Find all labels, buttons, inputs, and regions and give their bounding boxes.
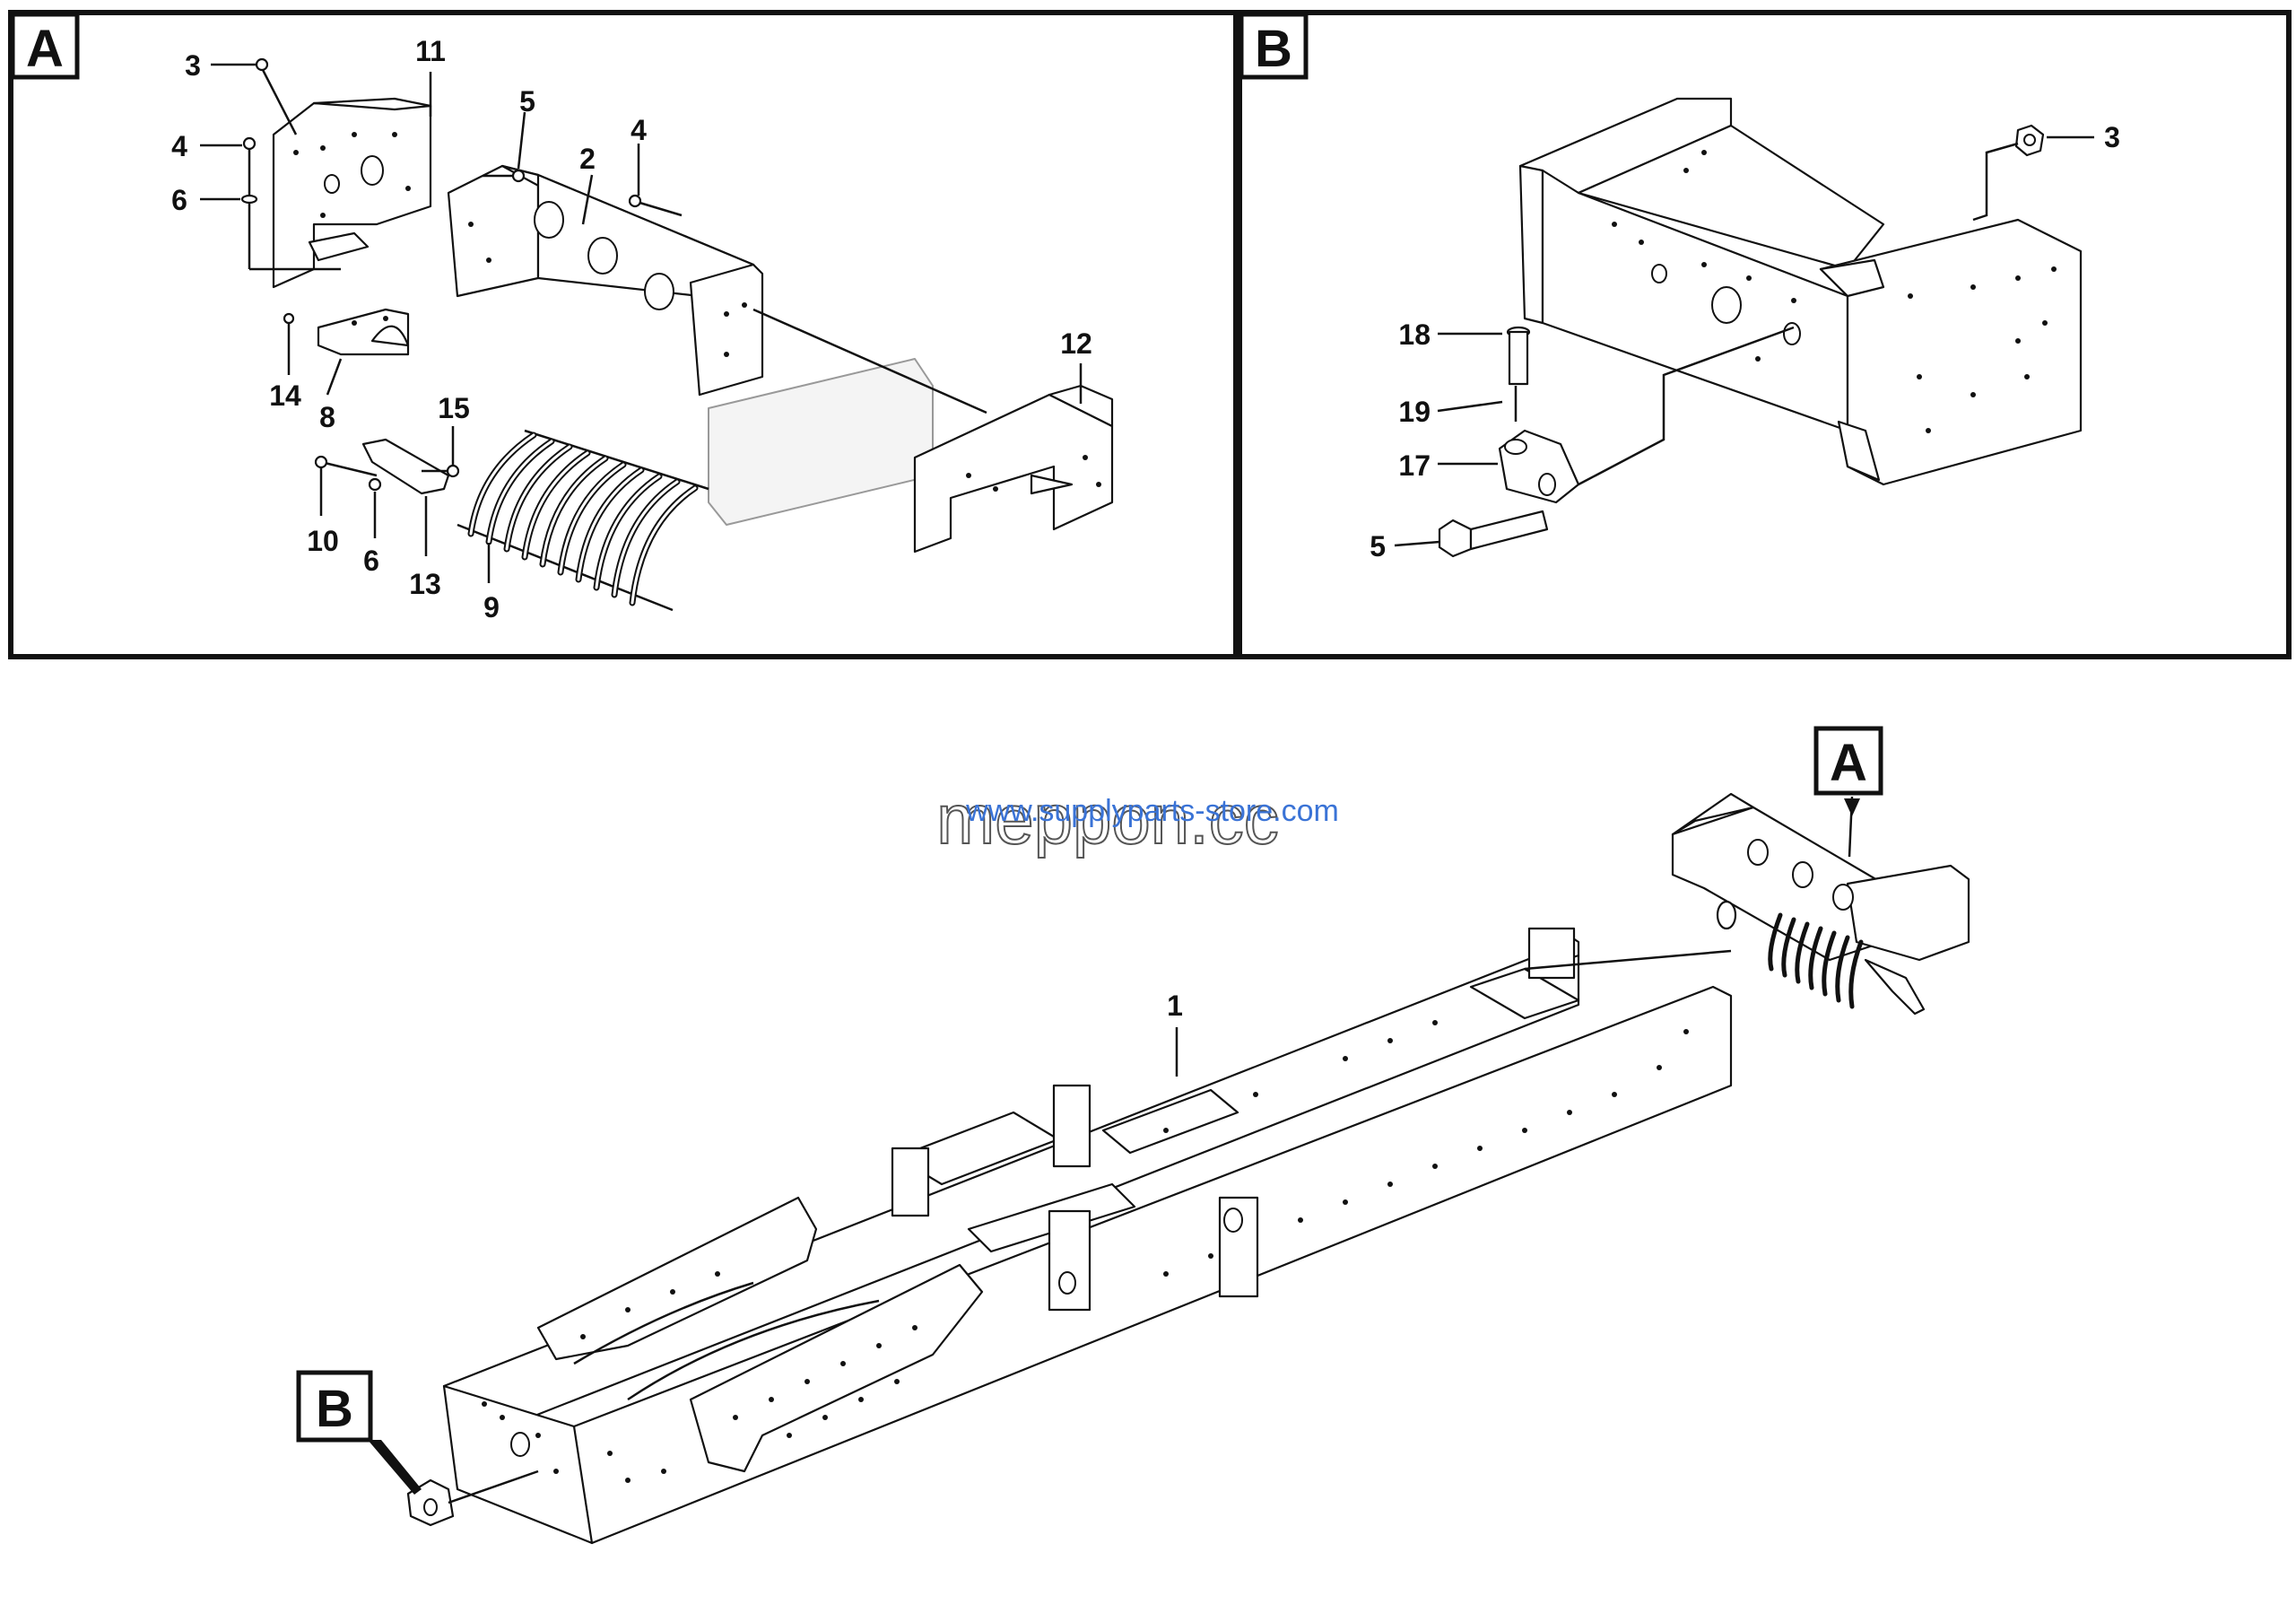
callout-label: 11 bbox=[415, 35, 446, 67]
part-bracket-8 bbox=[317, 308, 410, 356]
callout-label: 5 bbox=[1370, 530, 1386, 562]
panel-b-badge-label: B bbox=[1255, 20, 1292, 78]
callout-label: 12 bbox=[1060, 327, 1092, 360]
main-callout-1: 1 bbox=[1167, 990, 1183, 1077]
part-lever-13 bbox=[314, 438, 460, 495]
callout-label: 2 bbox=[579, 143, 596, 175]
main-chassis-frame bbox=[442, 927, 1733, 1545]
callout-label: 4 bbox=[171, 130, 187, 162]
part-nut-3 bbox=[1972, 124, 2094, 222]
watermark-url: www.supplyparts-store.com bbox=[965, 794, 1339, 828]
callout-label: 17 bbox=[1398, 449, 1431, 482]
panel-b-badge: B bbox=[1239, 12, 1309, 80]
callout-label: 5 bbox=[519, 85, 535, 118]
callout-label: 6 bbox=[363, 545, 379, 577]
part-bolt-14 bbox=[283, 312, 295, 325]
main-badge-a-label: A bbox=[1830, 734, 1867, 792]
part-clip-19 bbox=[1437, 400, 1503, 413]
part-hitch-17 bbox=[1438, 326, 1795, 504]
main-badge-a: A bbox=[1813, 726, 1883, 858]
watermark: meppon.cc www.supplyparts-store.com bbox=[935, 779, 1339, 859]
main-badge-b-label: B bbox=[316, 1380, 353, 1438]
callout-label: 18 bbox=[1398, 318, 1431, 351]
part-bolt-4b bbox=[636, 200, 683, 217]
callout-label: 15 bbox=[438, 392, 470, 424]
part-fasteners-3-4-6 bbox=[240, 57, 341, 271]
watermark-brand: meppon.cc bbox=[936, 780, 1279, 859]
callout-label: 14 bbox=[269, 379, 301, 412]
callout-label: 10 bbox=[307, 525, 339, 557]
callout-label: 3 bbox=[185, 49, 201, 82]
main-rear-coupling-assembly bbox=[1524, 792, 1970, 1016]
callout-label: 9 bbox=[483, 591, 500, 624]
panel-a-callouts: 3 11 4 6 5 2 4 14 8 15 12 10 6 13 9 bbox=[171, 35, 1092, 624]
main-front-pin-coupling bbox=[406, 1469, 539, 1527]
callout-label: 19 bbox=[1398, 396, 1431, 428]
panel-a-badge-label: A bbox=[26, 20, 64, 78]
callout-label: 6 bbox=[171, 184, 187, 216]
callout-label: 13 bbox=[409, 568, 441, 600]
callout-label: 4 bbox=[631, 114, 647, 146]
part-grid-9 bbox=[457, 429, 709, 612]
callout-label: 8 bbox=[319, 401, 335, 433]
detail-panel-a: A bbox=[8, 10, 1239, 659]
callout-label: 1 bbox=[1167, 990, 1183, 1022]
part-bracket-12 bbox=[913, 384, 1114, 554]
panel-b-callouts: 3 18 19 17 5 bbox=[1370, 121, 2120, 562]
main-badge-b: B bbox=[296, 1370, 422, 1495]
panel-a-leaders bbox=[200, 63, 1083, 583]
part-pin-18 bbox=[1438, 326, 1531, 422]
callout-label: 3 bbox=[2104, 121, 2120, 153]
panel-a-badge: A bbox=[10, 12, 80, 80]
frame-rivets bbox=[482, 1020, 1689, 1483]
part-bolt-5 bbox=[1394, 510, 1549, 558]
part-frame-section bbox=[1518, 97, 2083, 486]
part-crossmember-2 bbox=[447, 164, 764, 397]
detail-panel-b: B bbox=[1237, 10, 2292, 659]
